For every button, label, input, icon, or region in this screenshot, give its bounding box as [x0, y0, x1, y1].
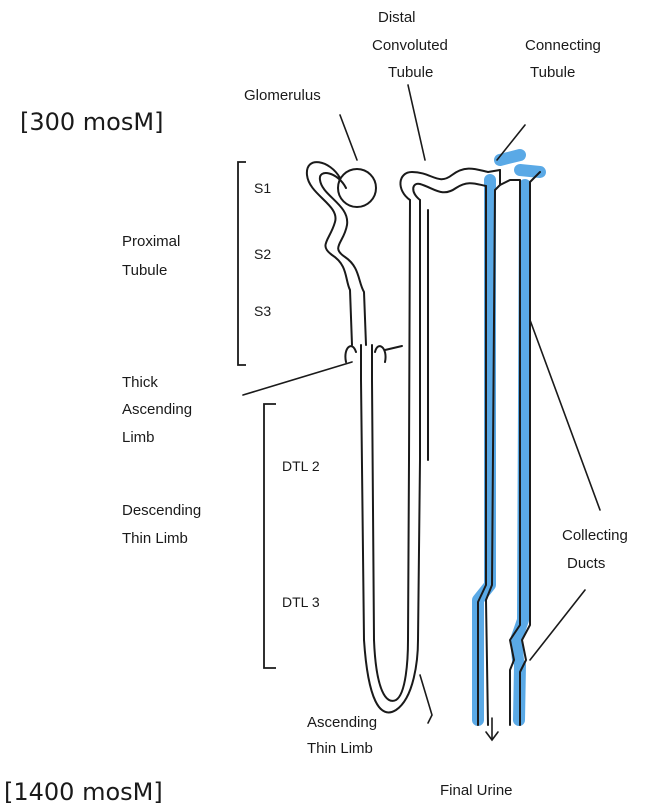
thick-ascending-label-line2: Ascending — [122, 401, 192, 418]
concentration-bottom: [1400 mosM] — [4, 778, 163, 806]
proximal-tubule-outer — [307, 162, 352, 345]
distal-label-line3: Tubule — [388, 64, 433, 81]
descending-thin-bracket — [264, 404, 276, 668]
glomerulus-leader — [340, 115, 357, 160]
distal-convoluted-inner — [413, 183, 486, 200]
distal-leader — [408, 85, 425, 160]
thick-ascending-leader — [243, 362, 352, 395]
leader-lines — [243, 85, 600, 723]
thick-ascending-label-line3: Limb — [122, 429, 155, 446]
descending-thin-label-line2: Thin Limb — [122, 530, 188, 547]
thick-ascending-label-line1: Thick — [122, 374, 158, 391]
s3-label: S3 — [254, 303, 271, 319]
loop-bend-inner — [374, 640, 408, 701]
bump-right-tail — [385, 346, 402, 350]
collecting-leader-upper — [530, 320, 600, 510]
collecting-label-line2: Ducts — [567, 555, 605, 572]
ascending-thin-label-line1: Ascending — [307, 714, 377, 731]
final-urine-label: Final Urine — [440, 782, 513, 799]
nephron-tubule — [307, 162, 540, 725]
ascending-thin-leader — [420, 675, 432, 723]
ascending-thin-label-line2: Thin Limb — [307, 740, 373, 757]
connecting-label-line2: Tubule — [530, 64, 575, 81]
proximal-bracket — [238, 162, 246, 365]
concentration-top: [300 mosM] — [20, 108, 163, 136]
glomerulus-label: Glomerulus — [244, 87, 321, 104]
dtl3-label: DTL 3 — [282, 594, 320, 610]
proximal-tubule-inner — [320, 173, 366, 345]
collecting-label-line1: Collecting — [562, 527, 628, 544]
glomerulus-capsule — [338, 169, 376, 207]
ascending-limb-wall-1 — [408, 200, 410, 640]
distal-label-line1: Distal — [378, 9, 416, 26]
s1-label: S1 — [254, 180, 271, 196]
proximal-label-line1: Proximal — [122, 233, 180, 250]
descending-limb-inner-wall — [372, 345, 374, 640]
distal-label-line2: Convoluted — [372, 37, 448, 54]
connecting-label-line1: Connecting — [525, 37, 601, 54]
descending-limb-outer-wall — [361, 345, 364, 640]
collecting-leader-lower — [530, 590, 585, 660]
descending-thin-label-line1: Descending — [122, 502, 201, 519]
thick-segment-bump — [345, 346, 385, 362]
s2-label: S2 — [254, 246, 271, 262]
dtl2-label: DTL 2 — [282, 458, 320, 474]
proximal-label-line2: Tubule — [122, 262, 167, 279]
ascending-limb-wall-2 — [418, 200, 420, 640]
